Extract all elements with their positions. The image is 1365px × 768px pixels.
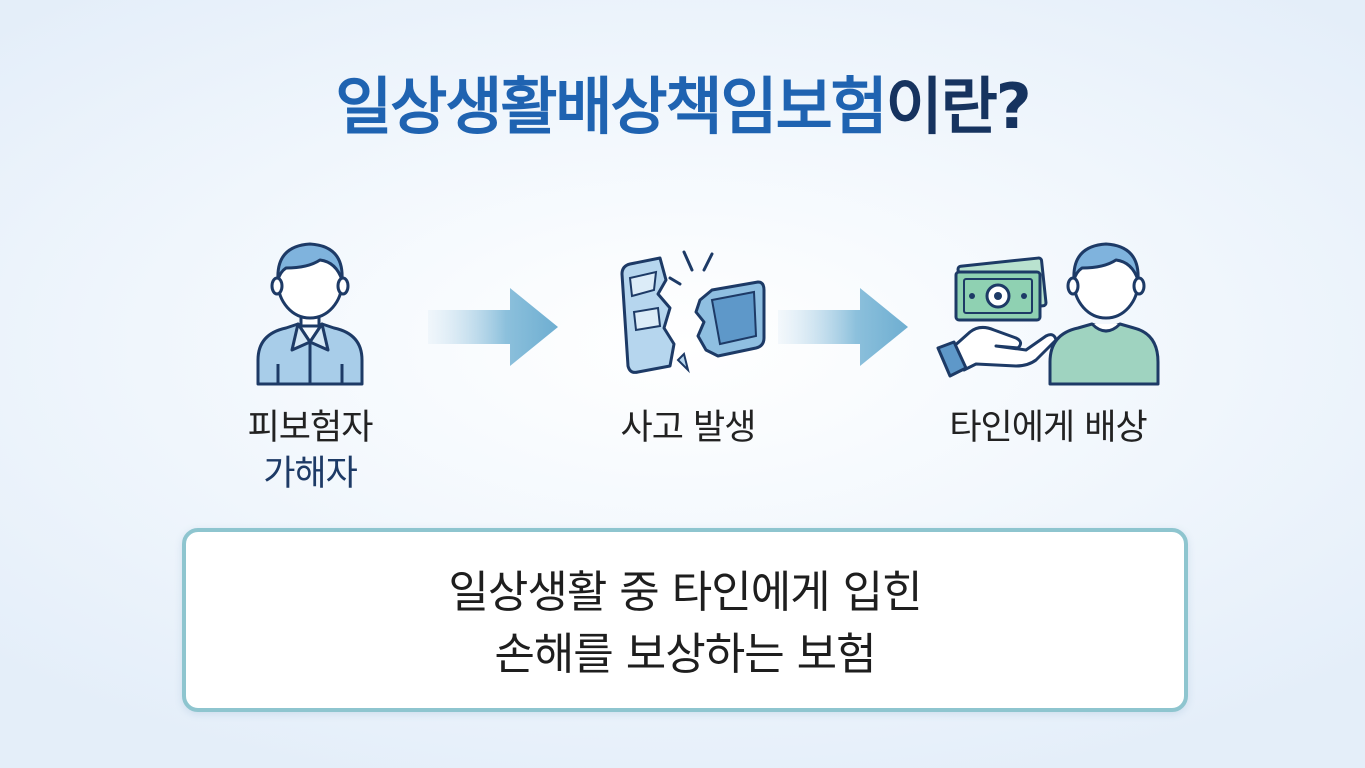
- arrow-icon: [778, 288, 908, 366]
- money-hand-person-icon: [936, 242, 1160, 386]
- step-label-accident: 사고 발생: [620, 408, 757, 448]
- definition-box: 일상생활 중 타인에게 입힌 손해를 보상하는 보험: [182, 528, 1188, 712]
- page-title: 일상생활배상책임보험이란?: [0, 72, 1365, 142]
- step-label-compensation: 타인에게 배상: [949, 408, 1147, 448]
- definition-line-2: 손해를 보상하는 보험: [494, 629, 876, 680]
- step-sublabel-offender: 가해자: [263, 454, 358, 494]
- definition-line-1: 일상생활 중 타인에게 입힌: [448, 567, 922, 618]
- title-rest: 이란?: [885, 70, 1032, 143]
- title-highlight: 일상생활배상책임보험: [335, 70, 887, 143]
- broken-phone-icon: [620, 250, 766, 374]
- person-icon: [256, 242, 364, 386]
- step-label-insured: 피보험자: [247, 408, 374, 448]
- arrow-icon: [428, 288, 558, 366]
